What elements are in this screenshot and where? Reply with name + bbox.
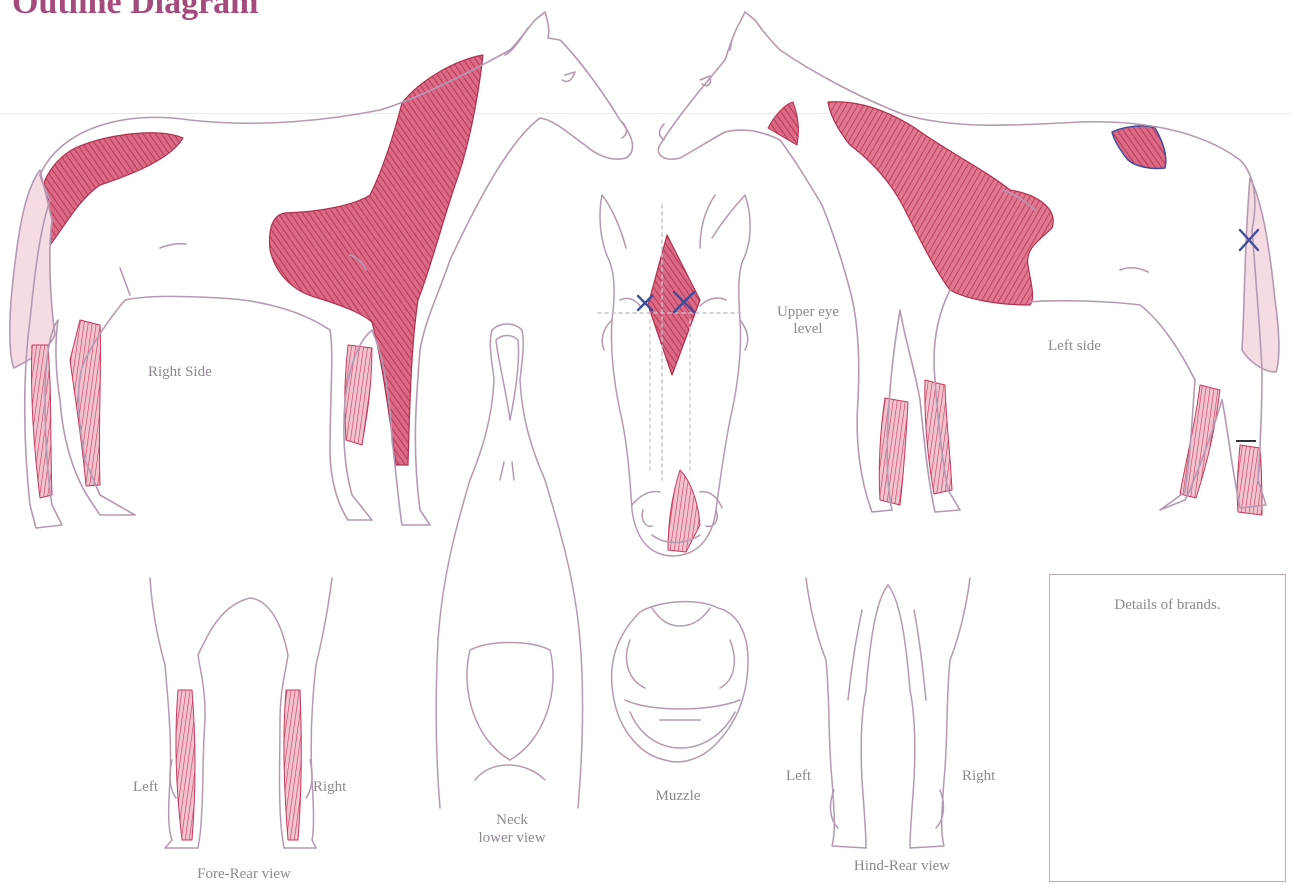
- upper-eye-label-line2: level: [793, 321, 822, 338]
- left-wither-marking: [768, 102, 798, 145]
- hind-rear-view: [806, 578, 970, 848]
- brand-details-box: Details of brands.: [1049, 574, 1286, 882]
- fore-rear-view: [150, 578, 332, 848]
- right-hindquarter-marking: [42, 133, 183, 245]
- left-fore-leg-marking-1: [879, 398, 908, 505]
- fore-left-label: Left: [133, 779, 158, 796]
- neck-lower-view: [436, 324, 582, 808]
- right-fore-leg-marking: [345, 345, 372, 445]
- neck-label-line2: lower view: [478, 830, 545, 847]
- head-front-view: [598, 195, 750, 556]
- left-croup-brand: [1112, 126, 1166, 169]
- neck-label: Neck: [496, 812, 528, 829]
- right-neck-shoulder-marking: [270, 55, 483, 465]
- fore-rear-label: Fore-Rear view: [197, 866, 291, 883]
- hind-left-label: Left: [786, 768, 811, 785]
- fore-right-leg-marking: [284, 690, 301, 840]
- hind-rear-label: Hind-Rear view: [854, 858, 950, 875]
- brand-details-label: Details of brands.: [1114, 597, 1220, 614]
- muzzle-label: Muzzle: [656, 788, 701, 805]
- right-side-label: Right Side: [148, 364, 212, 381]
- forehead-diamond-marking: [648, 235, 700, 375]
- fore-right-label: Right: [313, 779, 346, 796]
- muzzle-view: [612, 602, 748, 762]
- fore-left-leg-marking: [176, 690, 195, 840]
- muzzle-stripe-marking: [668, 470, 700, 552]
- right-side-horse: [10, 12, 633, 528]
- left-side-horse: [658, 12, 1279, 515]
- left-neck-shoulder-marking: [828, 102, 1053, 305]
- left-side-label: Left side: [1048, 338, 1101, 355]
- hind-right-label: Right: [962, 768, 995, 785]
- upper-eye-label: Upper eye: [777, 304, 839, 321]
